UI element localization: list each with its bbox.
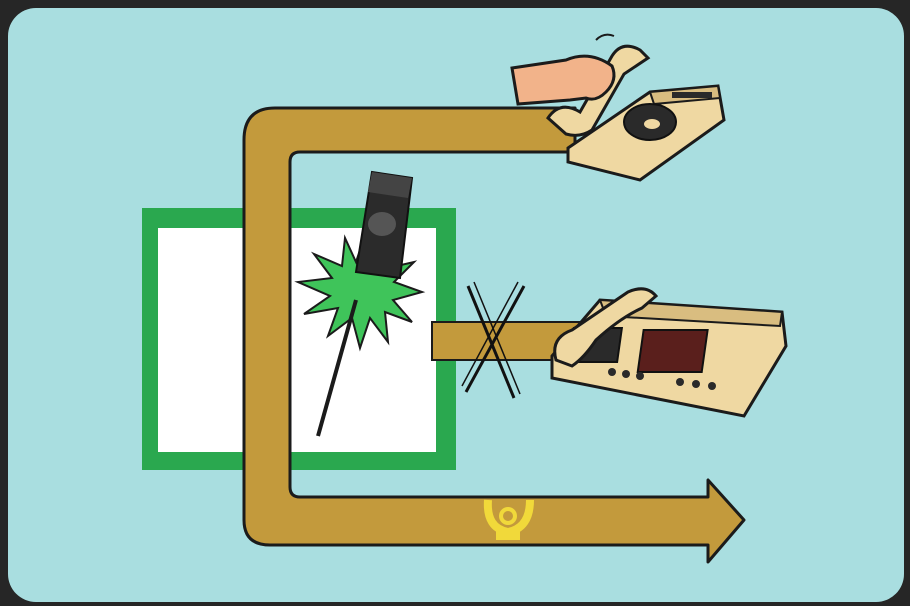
display-panel	[638, 330, 708, 372]
window	[142, 208, 456, 470]
